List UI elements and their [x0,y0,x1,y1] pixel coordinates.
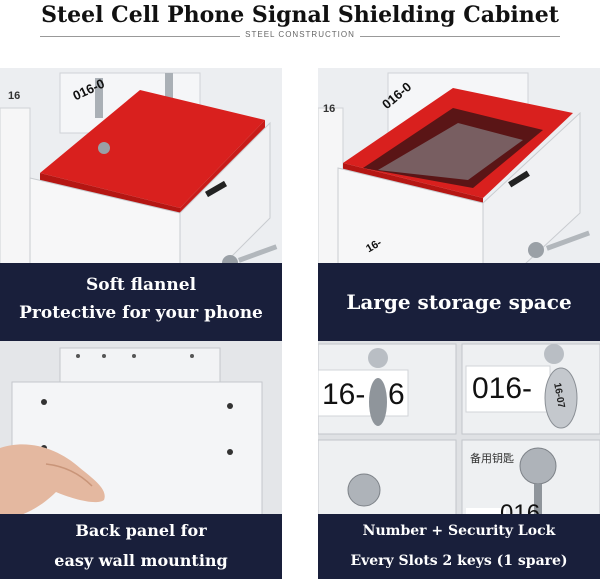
caption-line: Number + Security Lock [362,523,556,539]
caption-line: easy wall mounting [54,551,228,570]
slot-number-label: 016- [472,372,533,405]
slot-number-label: 16- [322,378,366,411]
caption-large-storage: Large storage space [318,263,600,341]
slot-number-label: 16 [323,103,336,115]
caption-soft-flannel: Soft flannel Protective for your phone [0,263,282,341]
caption-line: Back panel for [75,521,207,540]
subtitle-row: STEEL CONSTRUCTION [0,30,600,44]
caption-line: Every Slots 2 keys (1 spare) [350,553,568,569]
caption-line: Protective for your phone [19,303,263,323]
subtitle: STEEL CONSTRUCTION [245,30,355,39]
page-title: Steel Cell Phone Signal Shielding Cabine… [41,2,559,28]
caption-line: Large storage space [346,290,572,314]
slot-number-label: 16 [8,90,21,102]
header: Steel Cell Phone Signal Shielding Cabine… [0,0,600,62]
spare-key-label: 备用钥匙 [470,452,514,465]
divider-right [360,36,560,37]
caption-security-lock: Number + Security Lock Every Slots 2 key… [318,514,600,579]
caption-line: Soft flannel [85,275,197,295]
divider-left [40,36,240,37]
slot-number-label: 6 [388,378,405,411]
caption-back-panel: Back panel for easy wall mounting [0,514,282,579]
